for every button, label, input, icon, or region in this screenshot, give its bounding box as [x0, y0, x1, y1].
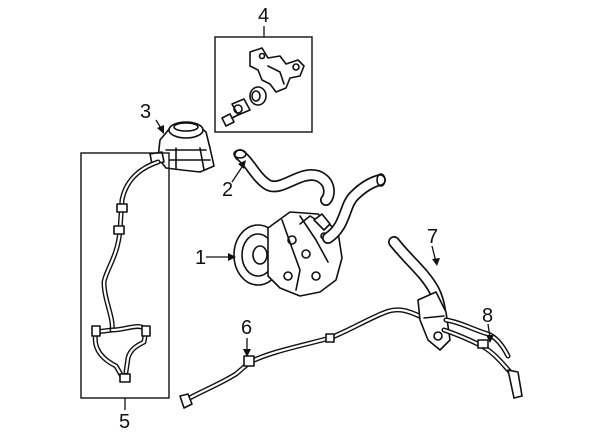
- callout-4: 4: [258, 5, 269, 27]
- callout-2: 2: [222, 179, 233, 201]
- leader-lines: [124, 26, 494, 410]
- callout-7: 7: [427, 226, 438, 248]
- callout-1: 1: [195, 247, 206, 269]
- callout-3: 3: [140, 101, 151, 123]
- pressure-line: [179, 307, 439, 409]
- reservoir-cap: [168, 121, 204, 139]
- return-hose: [388, 236, 451, 351]
- power-steering-pump: [233, 211, 343, 297]
- pressure-hose: [441, 317, 523, 399]
- reservoir: [149, 121, 215, 173]
- return-line-group: [80, 152, 170, 399]
- callout-6: 6: [241, 317, 252, 339]
- callout-5: 5: [119, 411, 130, 433]
- bolt: [221, 113, 241, 127]
- reservoir-hose: [233, 149, 335, 206]
- callout-8: 8: [482, 305, 493, 327]
- pump-bracket-group: [214, 36, 313, 133]
